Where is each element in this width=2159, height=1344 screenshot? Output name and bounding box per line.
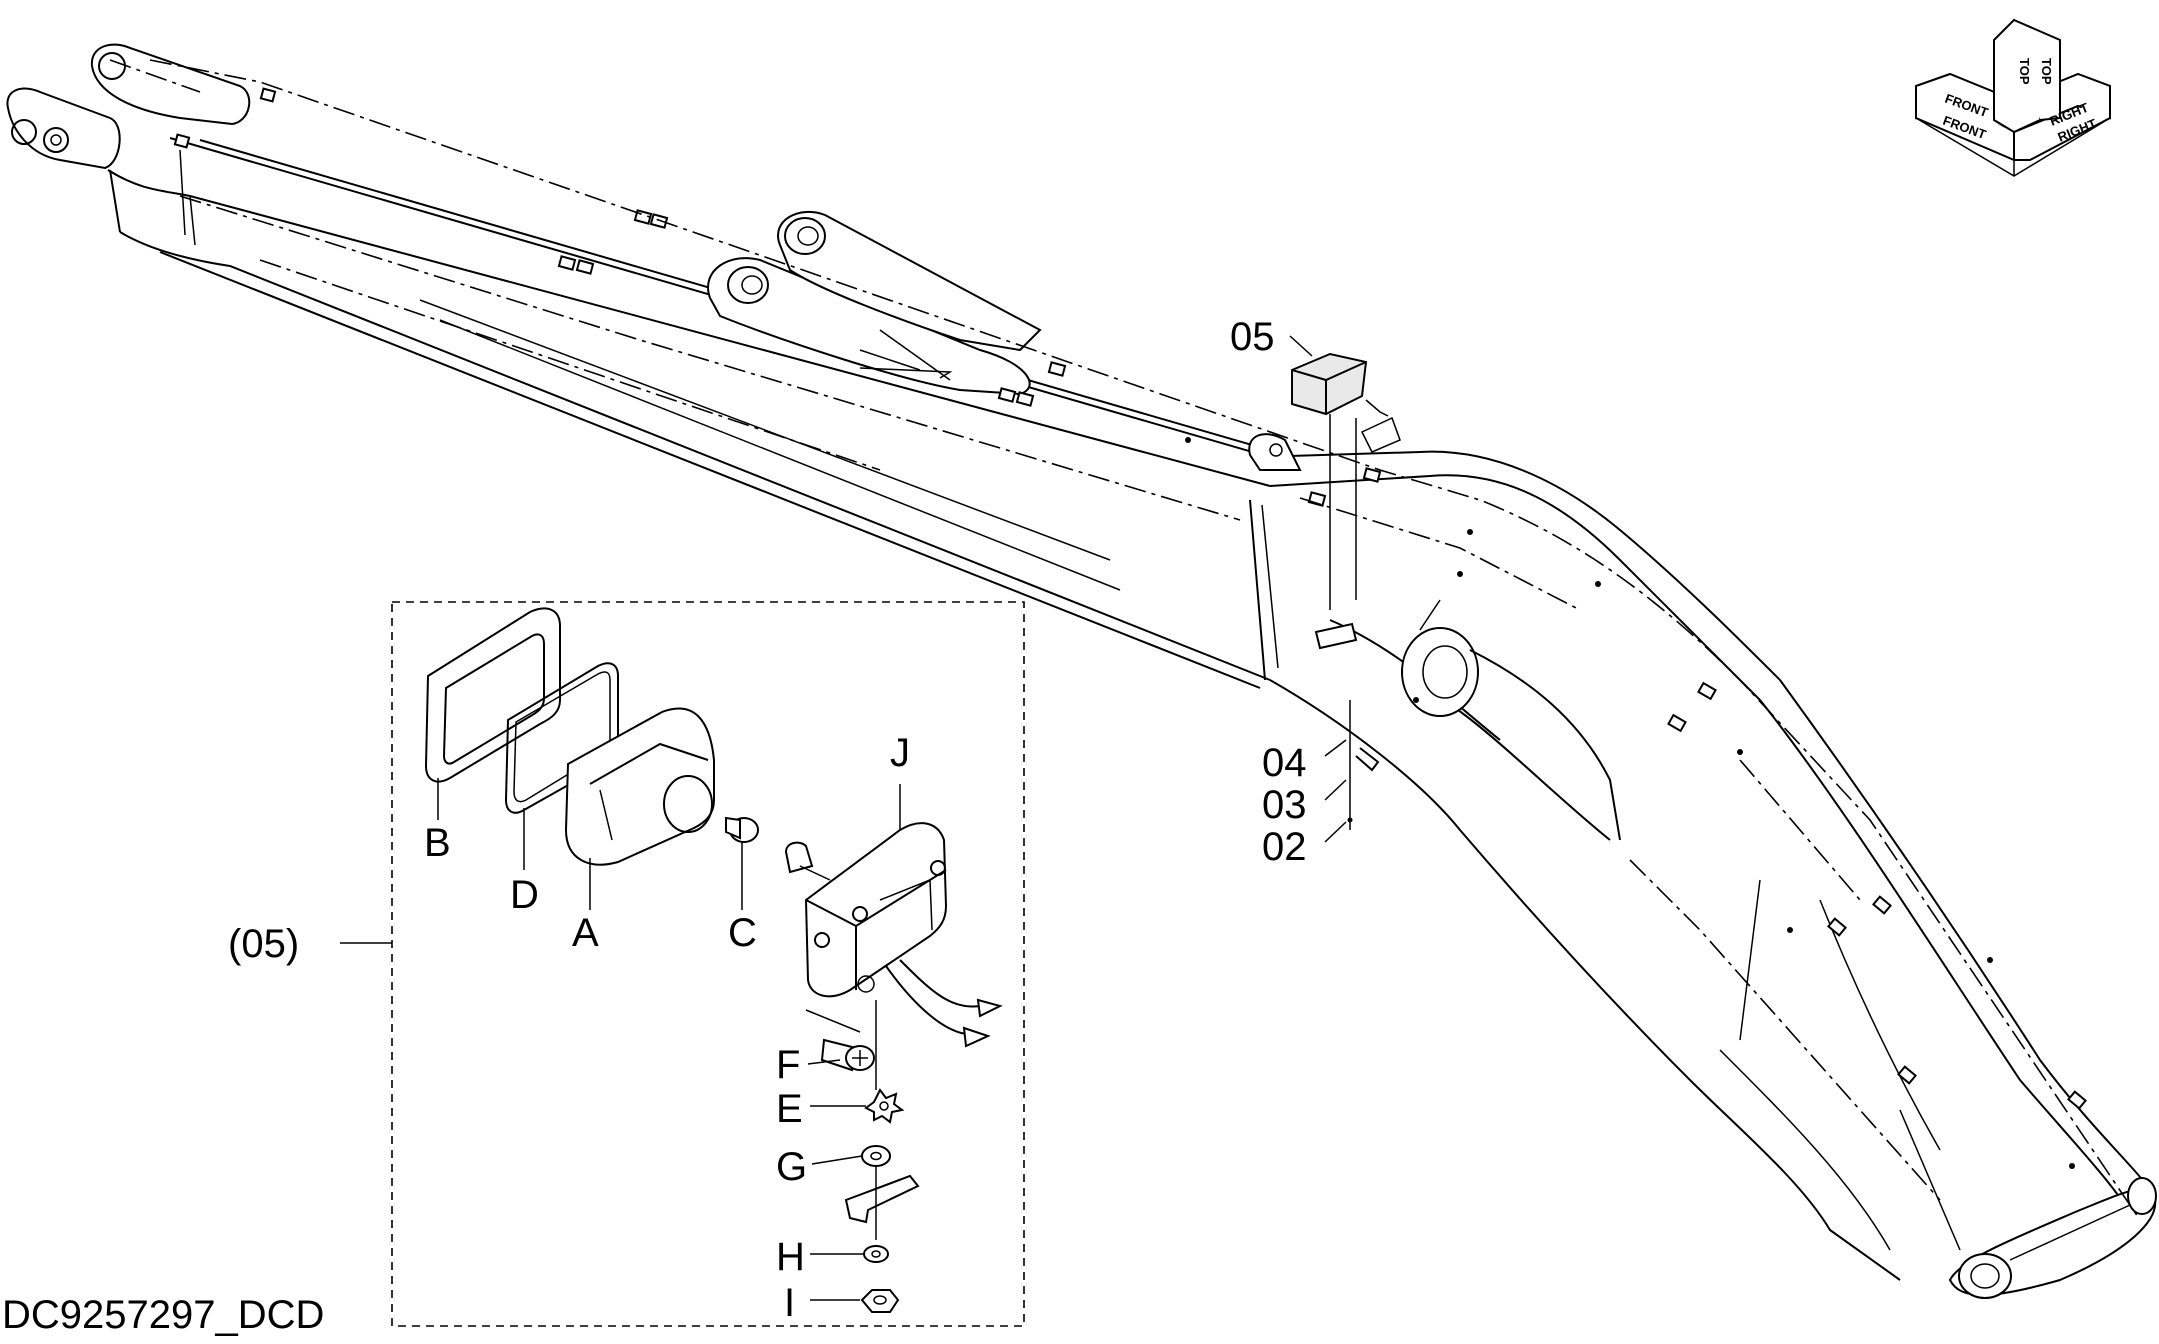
part-f-bolt bbox=[820, 1038, 875, 1072]
callout-03: 03 bbox=[1262, 783, 1307, 827]
arm-cylinder-bracket bbox=[707, 210, 1042, 396]
label-c: C bbox=[728, 911, 757, 955]
boom-foot-lugs bbox=[6, 43, 251, 233]
orientation-top-upper: TOP bbox=[2017, 58, 2032, 85]
label-b: B bbox=[424, 821, 451, 865]
work-light-detail-box bbox=[340, 601, 1025, 1327]
work-light-installed bbox=[1291, 352, 1401, 830]
label-h: H bbox=[776, 1235, 805, 1279]
drawing-code: DC9257297_DCD bbox=[2, 1293, 324, 1337]
label-j: J bbox=[890, 731, 910, 775]
detail-parts bbox=[424, 607, 1003, 1313]
part-b-frame bbox=[424, 607, 561, 783]
detail-callout-leaders bbox=[437, 778, 901, 1301]
label-a: A bbox=[572, 911, 599, 955]
boom-callout-leaders bbox=[1289, 335, 1347, 843]
part-j-housing bbox=[804, 822, 1003, 1048]
part-e-lock-washer bbox=[864, 1088, 905, 1124]
label-d: D bbox=[510, 873, 539, 917]
part-i-nut bbox=[860, 1289, 900, 1313]
callout-04: 04 bbox=[1262, 741, 1307, 785]
orientation-indicator: FRONT FRONT TOP TOP RIGHT RIGHT bbox=[1915, 18, 2111, 177]
hose-clamps bbox=[173, 87, 2087, 1110]
assembly-label-05: (05) bbox=[228, 922, 299, 966]
label-f: F bbox=[776, 1043, 800, 1087]
label-g: G bbox=[776, 1145, 807, 1189]
callout-05: 05 bbox=[1230, 315, 1275, 359]
hose-routing-lines bbox=[109, 59, 2141, 1221]
part-g-washer bbox=[861, 1145, 891, 1167]
label-i: I bbox=[784, 1281, 795, 1325]
boom-assembly bbox=[6, 43, 2157, 1299]
part-h-washer bbox=[863, 1245, 889, 1263]
part-c-bulb bbox=[725, 816, 831, 881]
label-e: E bbox=[776, 1087, 803, 1131]
light-mount-lug bbox=[1248, 433, 1302, 471]
callout-02: 02 bbox=[1262, 825, 1307, 869]
boom-small-bolts bbox=[1185, 437, 2075, 1169]
mount-plate bbox=[844, 1166, 920, 1240]
part-a-lens bbox=[564, 707, 715, 866]
orientation-top-lower: TOP bbox=[2039, 58, 2054, 85]
